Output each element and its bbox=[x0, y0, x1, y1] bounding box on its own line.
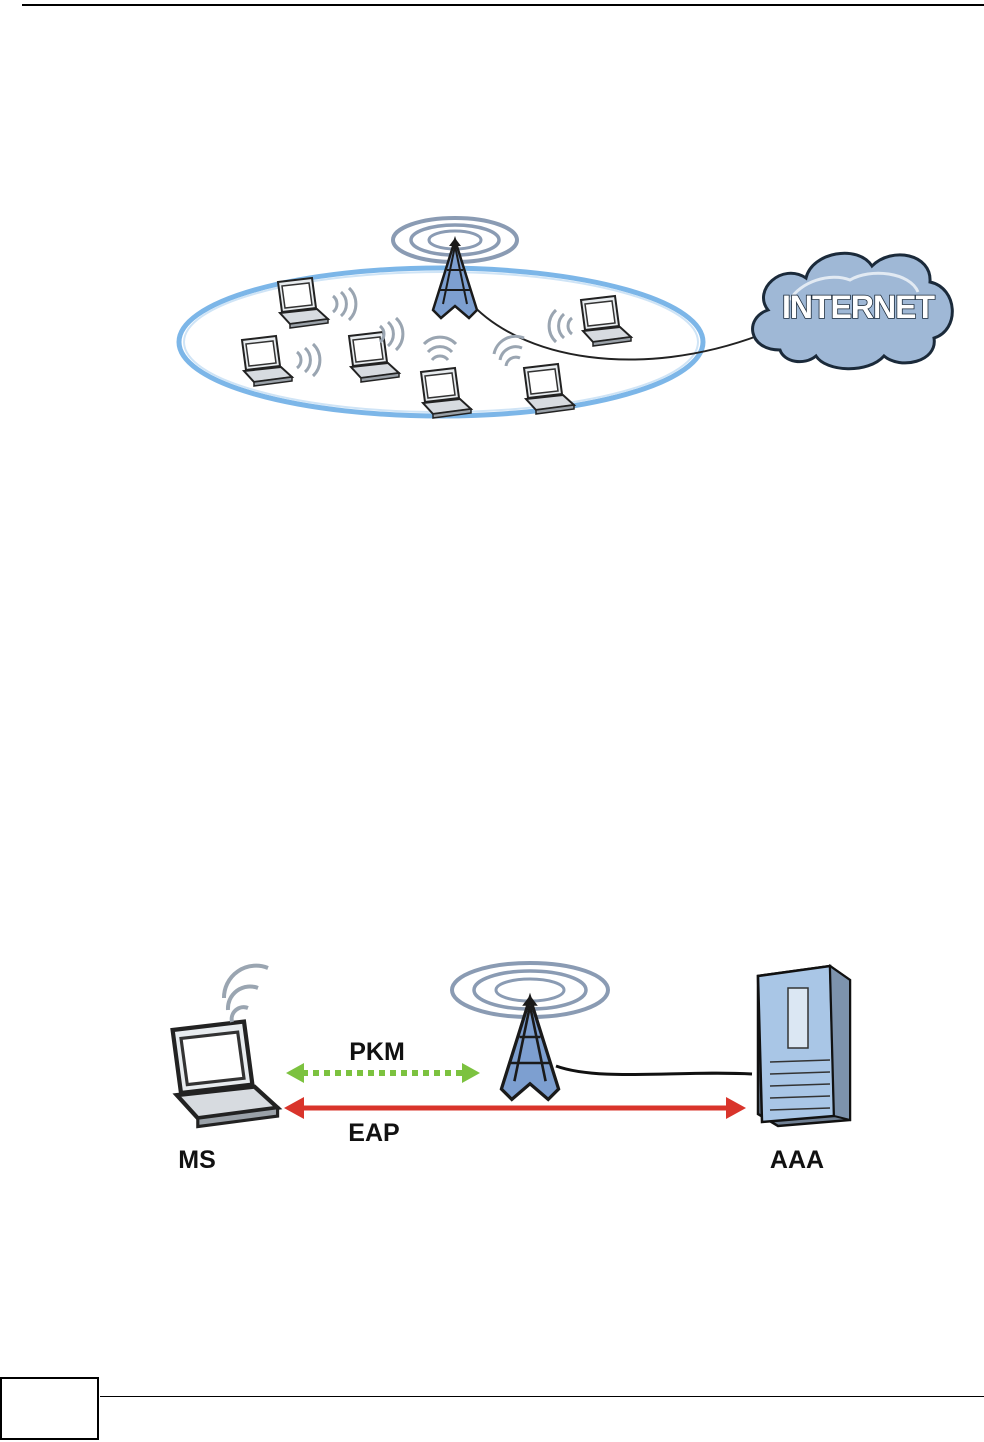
base-station-tower-icon bbox=[433, 238, 477, 318]
page-number-box bbox=[0, 1377, 99, 1440]
aaa-server-icon bbox=[758, 966, 850, 1126]
base-station-tower-icon bbox=[501, 995, 558, 1099]
mobile-station-laptop-icon bbox=[173, 1022, 278, 1127]
ms-label: MS bbox=[178, 1146, 216, 1174]
laptop-icon bbox=[581, 296, 631, 346]
network-overview-diagram: INTERNET bbox=[179, 218, 952, 418]
eap-arrow bbox=[284, 1097, 746, 1119]
footer-rule bbox=[100, 1396, 984, 1397]
laptop-icon bbox=[421, 368, 471, 418]
pkm-arrow bbox=[286, 1063, 480, 1083]
eap-label: EAP bbox=[348, 1119, 399, 1147]
laptop-icon bbox=[524, 364, 574, 414]
server-link-line bbox=[556, 1066, 752, 1075]
authentication-flow-diagram: PKM EAP MS AAA bbox=[173, 963, 850, 1174]
internet-label: INTERNET bbox=[782, 289, 935, 325]
laptop-icon bbox=[242, 336, 292, 386]
pkm-label: PKM bbox=[349, 1038, 405, 1066]
aaa-label: AAA bbox=[770, 1146, 824, 1174]
laptop-icon bbox=[278, 278, 328, 328]
wireless-signal-icon bbox=[224, 966, 268, 1022]
